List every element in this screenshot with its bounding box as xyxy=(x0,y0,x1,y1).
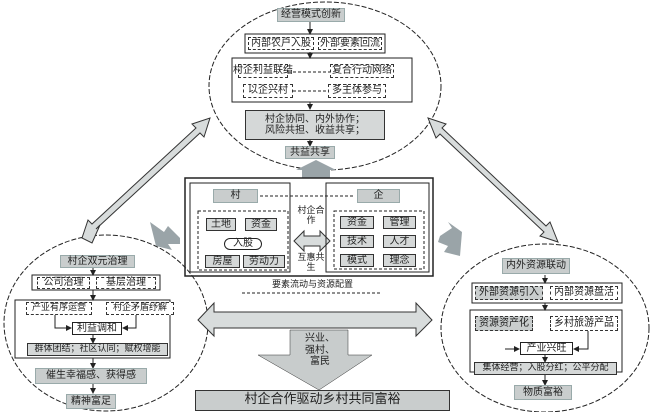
left-mid: 利益调和 xyxy=(72,322,122,335)
right-row1-a: 外部资源引入 xyxy=(475,286,543,300)
left-row2-b: 村企矛盾纾解 xyxy=(106,302,174,315)
arrow-to-right xyxy=(438,222,462,256)
ent-item-capital: 资金 xyxy=(340,216,374,229)
left-row1-b: 基层治理 xyxy=(96,277,156,289)
bottom-banner: 村企合作驱动乡村共同富裕 xyxy=(195,390,450,411)
down-arrow xyxy=(257,329,373,391)
right-ellipse xyxy=(440,243,650,412)
top-net-1: 村企利益联结 xyxy=(233,64,293,78)
left-result: 精神富足 xyxy=(66,394,116,409)
village-item-capital: 资金 xyxy=(245,218,277,231)
up-arrow xyxy=(296,160,336,178)
top-net-2: 复合行动网络 xyxy=(330,64,394,78)
right-result: 物质富裕 xyxy=(514,385,572,400)
arrow-to-left xyxy=(150,222,180,250)
coop-arrow xyxy=(293,229,331,253)
right-bar: 集体经营；入股分红；公平分配 xyxy=(474,362,617,375)
village-item-housing: 房屋 xyxy=(205,255,240,268)
double-arrow-bottom xyxy=(197,301,433,338)
left-row1-a: 公司治理 xyxy=(37,277,90,289)
top-row1-b: 外部要素回流 xyxy=(318,37,382,50)
arrow-text-2: 强村、 xyxy=(305,344,335,356)
right-title: 内外资源联动 xyxy=(502,258,570,274)
left-title: 村企双元治理 xyxy=(60,255,135,268)
top-net-4: 多主体参与 xyxy=(328,84,386,98)
top-result: 共益共享 xyxy=(285,146,335,159)
top-row1-a: 内部农户入股 xyxy=(248,37,314,50)
center-caption: 要素流动与资源配置 xyxy=(271,280,353,290)
left-bar: 群体团结；社区认同；赋权增能 xyxy=(27,343,168,356)
village-item-shares: 入股 xyxy=(224,238,262,250)
top-title: 经营模式创新 xyxy=(277,8,345,22)
ent-item-talent: 人才 xyxy=(383,235,416,248)
top-summary-line-2: 风险共担、收益共享； xyxy=(265,125,365,136)
top-net-3: 以企兴村 xyxy=(243,84,293,98)
village-item-land: 土地 xyxy=(206,218,236,231)
right-mid: 产业兴旺 xyxy=(520,342,573,355)
double-arrow-right xyxy=(427,117,559,243)
right-row2-a: 资源资产化 xyxy=(475,316,533,331)
ent-item-concept: 理念 xyxy=(383,254,416,267)
enterprise-label: 企 xyxy=(357,189,400,203)
left-feel: 催生幸福感、获得感 xyxy=(35,368,147,384)
mutual-label: 互惠共生 xyxy=(297,253,325,274)
arrow-text-3: 富民 xyxy=(310,356,330,367)
top-summary-line-1: 村企协同、内外协作； xyxy=(265,113,365,125)
right-row1-b: 内部资源盘活 xyxy=(550,286,618,300)
ent-item-model: 模式 xyxy=(340,254,374,267)
left-row2-a: 产业有序运营 xyxy=(26,302,92,315)
village-item-labor: 劳动力 xyxy=(243,255,285,268)
arrow-text-1: 兴业、 xyxy=(305,333,335,344)
top-summary: 村企协同、内外协作； 风险共担、收益共享； xyxy=(245,110,385,140)
coop-label: 村企合作 xyxy=(297,206,325,227)
right-row2-b: 乡村旅游产品 xyxy=(550,316,618,331)
down-arrow-text: 兴业、 强村、 富民 xyxy=(300,333,340,368)
ent-item-technology: 技术 xyxy=(340,235,374,248)
double-arrow-left xyxy=(81,117,211,244)
village-label: 村 xyxy=(213,189,258,203)
ent-item-management: 管理 xyxy=(383,216,416,229)
